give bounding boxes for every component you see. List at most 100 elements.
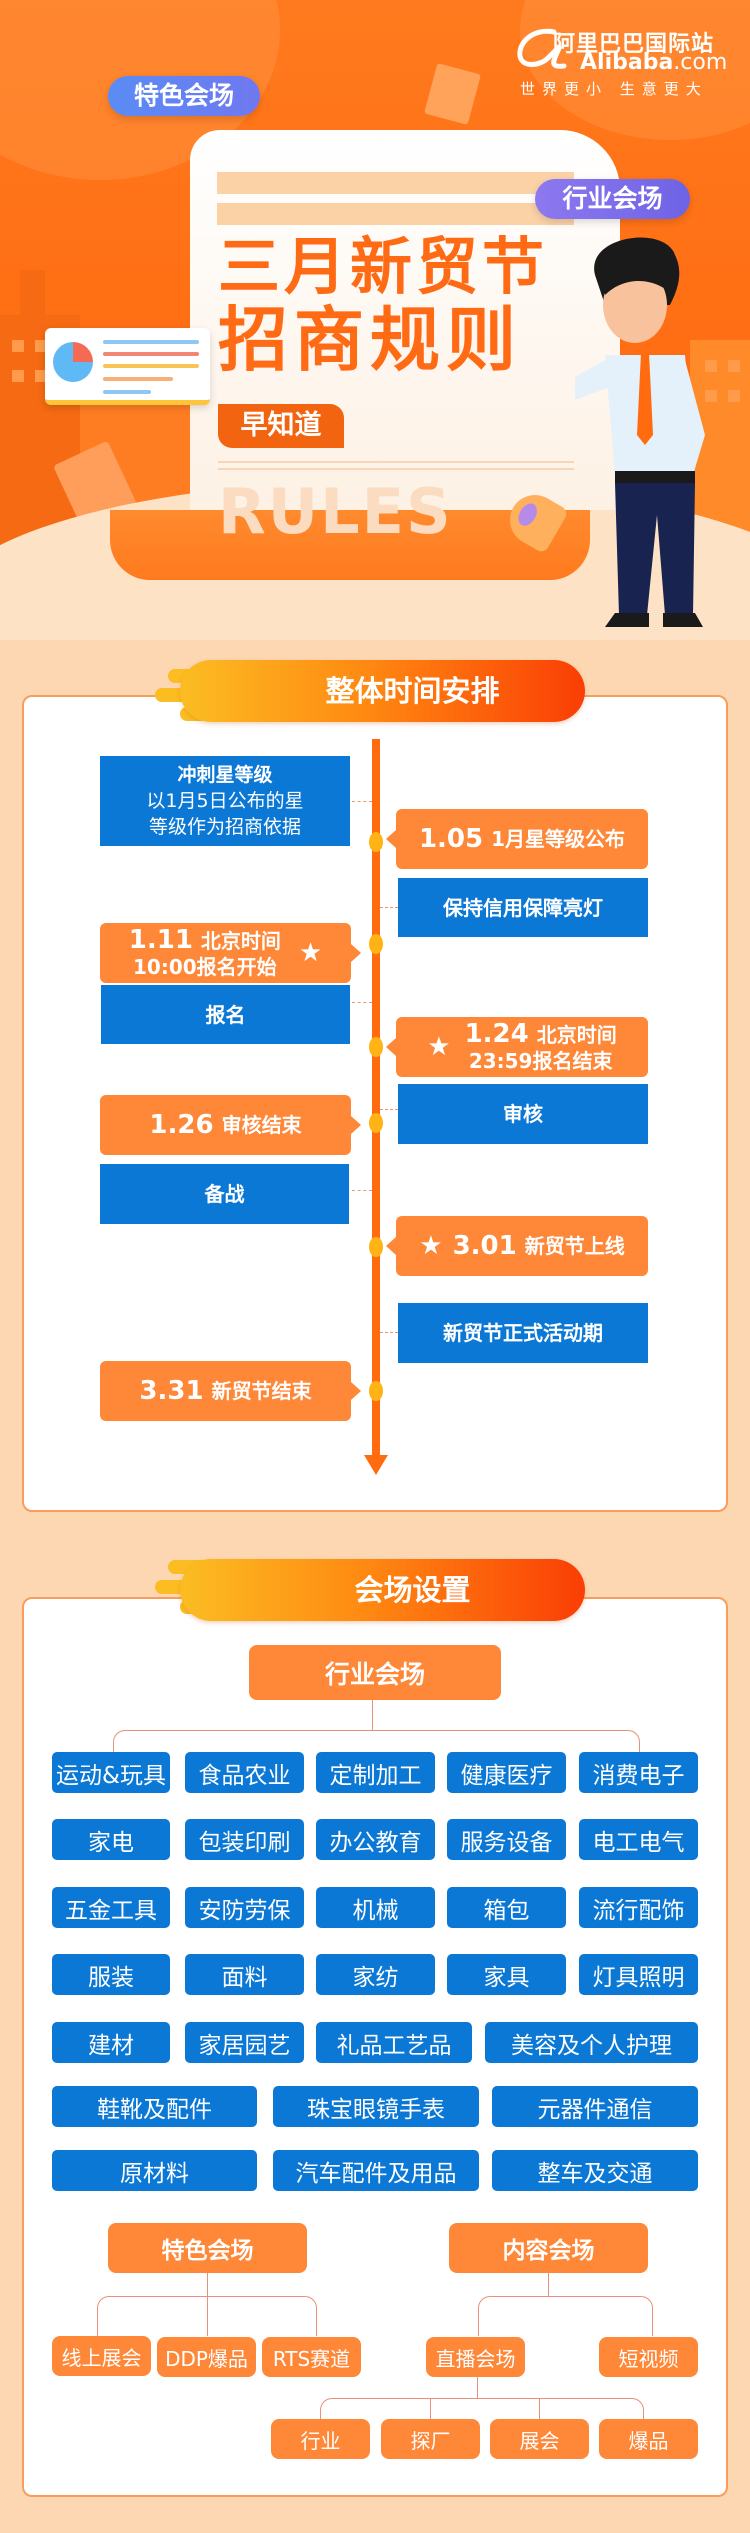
connector — [97, 2296, 317, 2336]
star-icon: ★ — [298, 938, 323, 968]
industry-category: 食品农业 — [185, 1752, 304, 1793]
venue-rts-track: RTS赛道 — [262, 2337, 361, 2377]
connector — [113, 1730, 640, 1752]
industry-category: 美容及个人护理 — [485, 2022, 698, 2063]
floating-paper-icon — [424, 63, 481, 125]
connector — [207, 2273, 208, 2336]
industry-category: 珠宝眼镜手表 — [273, 2086, 479, 2127]
industry-category: 消费电子 — [579, 1752, 698, 1793]
industry-category: 家居园艺 — [185, 2022, 304, 2063]
timeline-axis — [372, 739, 380, 1464]
industry-venue-badge: 行业会场 — [535, 179, 690, 219]
phase-register: 报名 — [101, 985, 350, 1044]
phase-festival-period: 新贸节正式活动期 — [398, 1303, 648, 1363]
featured-venue-header: 特色会场 — [108, 2223, 307, 2273]
live-sub-expo: 展会 — [490, 2419, 589, 2459]
alibaba-logo-icon — [517, 28, 567, 69]
live-sub-industry: 行业 — [271, 2419, 370, 2459]
timeline-dot — [369, 934, 383, 954]
paper-bar — [217, 203, 574, 225]
timeline-dot — [369, 1237, 383, 1257]
hero-subtitle: 早知道 — [218, 404, 344, 448]
industry-venue-header: 行业会场 — [249, 1645, 501, 1700]
phase-prepare: 备战 — [100, 1164, 349, 1224]
industry-category: 包装印刷 — [185, 1819, 304, 1860]
industry-category: 机械 — [316, 1887, 435, 1928]
connector — [372, 1700, 373, 1730]
industry-category: 原材料 — [52, 2150, 257, 2191]
timeline-note-star-level: 冲刺星等级 以1月5日公布的星 等级作为招商依据 — [100, 756, 350, 846]
industry-category: 家电 — [52, 1819, 170, 1860]
rules-watermark: RULES — [218, 475, 453, 548]
timeline-dot — [369, 832, 383, 852]
industry-category: 建材 — [52, 2022, 170, 2063]
featured-venue-badge: 特色会场 — [108, 76, 260, 116]
hero-title-line1: 三月新贸节 — [218, 230, 549, 303]
connector — [352, 1002, 372, 1003]
connector — [380, 907, 398, 908]
hero-title-line2: 招商规则 — [218, 299, 522, 381]
industry-category: 鞋靴及配件 — [52, 2086, 257, 2127]
connector — [320, 2398, 644, 2419]
star-icon: ★ — [419, 1231, 443, 1261]
industry-category: 面料 — [185, 1954, 304, 1995]
venue-live-stream: 直播会场 — [426, 2337, 525, 2377]
connector — [352, 801, 372, 802]
connector — [352, 1190, 372, 1191]
connector — [548, 2273, 549, 2296]
divider — [218, 468, 574, 470]
hero-banner: 阿里巴巴国际站 Alibaba.com 世界更小 生意更大 特色会场 三月新贸节… — [0, 0, 750, 640]
industry-category: 整车及交通 — [492, 2150, 698, 2191]
chart-card-icon — [45, 328, 210, 405]
venue-section-title: 会场设置 — [180, 1559, 585, 1621]
industry-category: 定制加工 — [316, 1752, 435, 1793]
timeline-arrow-icon — [364, 1455, 388, 1475]
industry-category: 服务设备 — [447, 1819, 566, 1860]
venue-short-video: 短视频 — [599, 2337, 698, 2377]
industry-category: 电工电气 — [579, 1819, 698, 1860]
pie-chart-icon — [53, 342, 93, 382]
logo-cn-text: 阿里巴巴国际站 — [553, 32, 715, 57]
venue-ddp-hot: DDP爆品 — [157, 2337, 256, 2377]
connector — [380, 1332, 398, 1333]
phase-review: 审核 — [398, 1084, 648, 1144]
industry-category: 流行配饰 — [579, 1887, 698, 1928]
industry-category: 礼品工艺品 — [316, 2022, 472, 2063]
divider — [218, 461, 574, 463]
venue-online-expo: 线上展会 — [52, 2336, 151, 2376]
building-spire — [20, 270, 45, 330]
industry-category: 家具 — [447, 1954, 566, 1995]
businessman-illustration — [575, 237, 705, 627]
timeline-dot — [369, 1037, 383, 1057]
industry-category: 五金工具 — [52, 1887, 170, 1928]
industry-category: 服装 — [52, 1954, 170, 1995]
connector — [477, 2377, 478, 2398]
industry-category: 运动&玩具 — [52, 1752, 170, 1793]
industry-category: 健康医疗 — [447, 1752, 566, 1793]
industry-category: 安防劳保 — [185, 1887, 304, 1928]
content-venue-header: 内容会场 — [449, 2223, 648, 2273]
industry-category: 汽车配件及用品 — [273, 2150, 479, 2191]
industry-category: 灯具照明 — [579, 1954, 698, 1995]
live-sub-hot: 爆品 — [599, 2419, 698, 2459]
timeline-dot — [369, 1113, 383, 1133]
industry-category: 办公教育 — [316, 1819, 435, 1860]
timeline-section-title: 整体时间安排 — [180, 660, 585, 722]
paper-bar — [217, 172, 574, 194]
logo-slogan: 世界更小 生意更大 — [520, 80, 708, 98]
live-sub-factory: 探厂 — [381, 2419, 480, 2459]
timeline-dot — [369, 1381, 383, 1401]
industry-category: 元器件通信 — [492, 2086, 698, 2127]
phase-credit-guarantee: 保持信用保障亮灯 — [398, 878, 648, 937]
industry-category: 家纺 — [316, 1954, 435, 1995]
industry-category: 箱包 — [447, 1887, 566, 1928]
connector — [478, 2296, 653, 2336]
logo-en-text: Alibaba.com — [580, 50, 728, 75]
star-icon: ★ — [427, 1032, 451, 1062]
